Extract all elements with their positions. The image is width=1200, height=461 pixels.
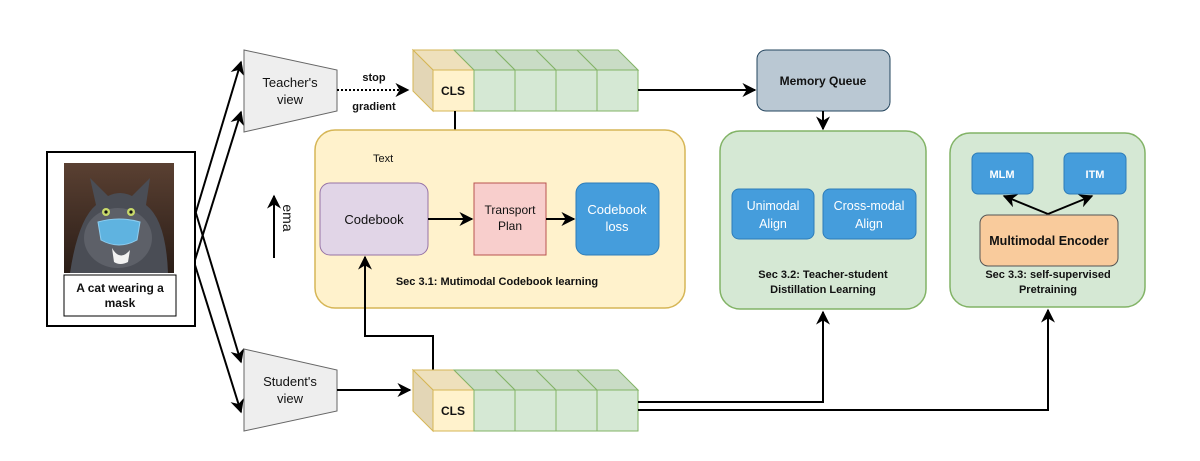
sec31-codebook-learning-panel: Text Codebook Transport Plan Codebook lo…: [314, 129, 686, 309]
stop-gradient-line1: stop: [362, 72, 386, 84]
arrow-encoder-to-itm: [1047, 194, 1094, 215]
caption-box: [63, 274, 177, 317]
input-card: A cat wearing a mask: [46, 151, 196, 327]
student-view-encoder: Student's view: [243, 348, 338, 432]
student-view-line1: Student's: [263, 374, 317, 389]
sec33-title-line2: Pretraining: [1019, 284, 1077, 296]
arrow-student-to-sec33: [638, 308, 1055, 411]
teacher-view-line1: Teacher's: [262, 75, 318, 90]
sec33-pretraining-panel: MLM ITM Multimodal Encoder Sec 3.3: self…: [949, 132, 1146, 308]
unimodal-align-line1: Unimodal: [747, 199, 800, 213]
sec32-title-line2: Distillation Learning: [770, 284, 876, 296]
teacher-token-sequence: CLS: [411, 48, 640, 113]
crossmodal-align-box: Cross-modal Align: [822, 188, 917, 240]
arrow-input-to-teacher-2: [194, 110, 244, 261]
teacher-cls-token: [432, 69, 475, 112]
multimodal-encoder-label: Multimodal Encoder: [989, 234, 1109, 248]
text-edge-label: Text: [373, 153, 393, 165]
sec31-title: Sec 3.1: Mutimodal Codebook learning: [396, 276, 598, 288]
itm-box: ITM: [1063, 152, 1127, 195]
sec32-distillation-panel: Unimodal Align Cross-modal Align Sec 3.2…: [719, 130, 927, 310]
codebook-loss-box: Codebook loss: [575, 182, 660, 256]
memory-queue-label: Memory Queue: [780, 74, 867, 88]
arrow-input-to-student-2: [194, 264, 244, 414]
student-cls-token: [432, 389, 475, 432]
arrow-input-to-teacher-1: [194, 60, 245, 216]
transport-plan-line2: Plan: [498, 219, 522, 233]
stop-gradient-line2: gradient: [352, 101, 396, 113]
memory-queue-box: Memory Queue: [756, 49, 891, 112]
crossmodal-align-line2: Align: [855, 217, 883, 231]
codebook-loss-line1: Codebook: [587, 202, 647, 217]
transport-plan-box: Transport Plan: [473, 182, 547, 256]
caption-line1: A cat wearing a: [76, 281, 164, 295]
teacher-cls-label: CLS: [441, 84, 465, 98]
arrow-input-to-student-1: [194, 209, 245, 364]
transport-plan-line1: Transport: [485, 203, 537, 217]
teacher-patch-token: [493, 49, 558, 112]
sec32-title-line1: Sec 3.2: Teacher-student: [758, 269, 888, 281]
cat-image: [64, 163, 174, 273]
unimodal-align-box: Unimodal Align: [731, 188, 815, 240]
student-view-line2: view: [277, 391, 304, 406]
unimodal-align-line2: Align: [759, 217, 787, 231]
teacher-patch-token: [575, 49, 640, 112]
sec33-title-line1: Sec 3.3: self-supervised: [985, 269, 1110, 281]
teacher-view-encoder: Teacher's view: [243, 49, 338, 133]
caption-line2: mask: [105, 296, 136, 310]
codebook-label: Codebook: [344, 212, 404, 227]
student-token-sequence: CLS: [411, 368, 640, 433]
arrow-student-to-sec32: [638, 310, 830, 403]
itm-label: ITM: [1086, 169, 1105, 181]
student-patch-token: [575, 369, 640, 432]
ema-label: ema: [280, 204, 296, 231]
student-cls-label: CLS: [441, 404, 465, 418]
codebook-box: Codebook: [319, 182, 429, 256]
arrow-student-cls-to-codebook: [358, 255, 434, 370]
teacher-view-line2: view: [277, 92, 304, 107]
crossmodal-align-line1: Cross-modal: [834, 199, 905, 213]
codebook-loss-line2: loss: [605, 219, 629, 234]
mlm-box: MLM: [971, 152, 1034, 195]
arrow-encoder-to-mlm: [1002, 194, 1049, 215]
multimodal-encoder-box: Multimodal Encoder: [979, 214, 1119, 267]
mlm-label: MLM: [989, 169, 1014, 181]
